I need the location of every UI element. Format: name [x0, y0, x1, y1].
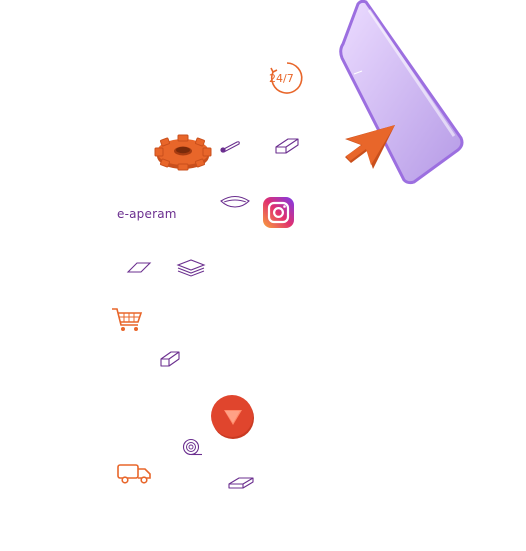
steel-coil-ring-icon: [219, 194, 251, 210]
gear-icon: [154, 134, 212, 172]
pencil-icon: [219, 139, 241, 153]
phone-icon: [336, 0, 466, 185]
steel-plate-icon: [227, 476, 255, 490]
badge-24-7-text: 24/7: [269, 72, 294, 85]
play-button-icon[interactable]: [210, 395, 256, 441]
steel-bar-icon: [274, 137, 300, 155]
delivery-truck-icon: [116, 463, 152, 485]
steel-sheet-icon: [126, 261, 152, 273]
brand-logo: e-aperam: [117, 207, 177, 221]
clock-24-7-icon: 24/7: [268, 60, 306, 96]
cursor-arrow-icon: [343, 123, 399, 171]
steel-coil-icon: [182, 438, 204, 456]
shopping-cart-icon[interactable]: [111, 307, 143, 333]
stack-of-sheets-icon: [176, 258, 206, 277]
instagram-icon[interactable]: [262, 196, 295, 229]
steel-bar-small-icon: [159, 350, 181, 368]
